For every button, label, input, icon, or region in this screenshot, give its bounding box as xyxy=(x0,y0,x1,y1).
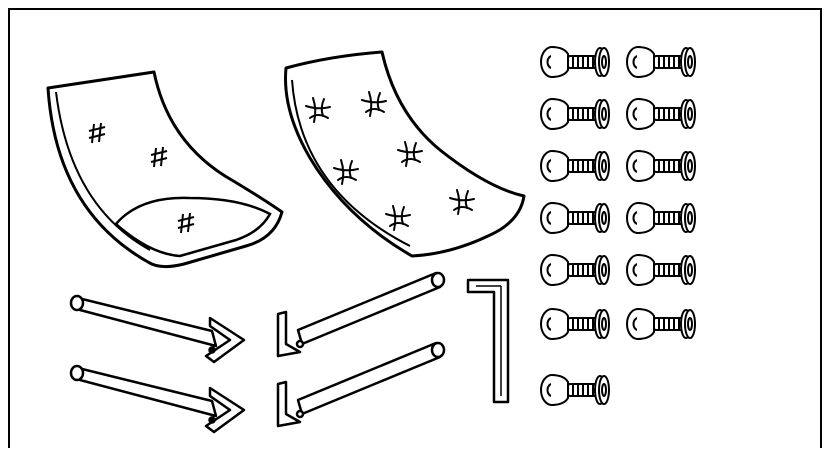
screw xyxy=(627,255,695,285)
screw xyxy=(541,47,609,77)
screw xyxy=(541,151,609,181)
leg-tube-right-lower xyxy=(71,366,244,432)
screw xyxy=(627,203,695,233)
seat-cushion xyxy=(286,52,525,256)
screw xyxy=(541,203,609,233)
screw-set xyxy=(541,47,695,405)
screw xyxy=(627,309,695,339)
screw xyxy=(541,375,609,405)
screw xyxy=(627,99,695,129)
screw xyxy=(627,47,695,77)
leg-tube-left-upper xyxy=(278,273,444,356)
allen-key xyxy=(468,280,508,402)
screw xyxy=(541,255,609,285)
screw xyxy=(541,309,609,339)
leg-tube-right-upper xyxy=(71,296,244,362)
leg-tube-left-lower xyxy=(278,343,444,426)
seat-shell xyxy=(48,72,282,267)
screw xyxy=(627,151,695,181)
screw xyxy=(541,99,609,129)
